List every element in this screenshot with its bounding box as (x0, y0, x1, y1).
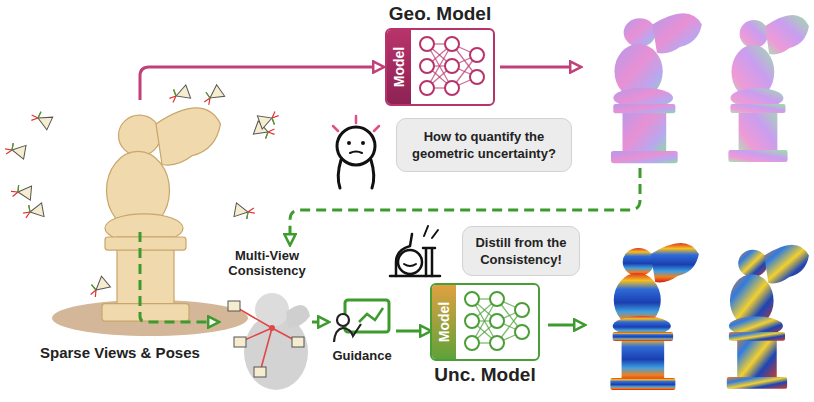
person-head (337, 314, 349, 326)
network-unit (420, 81, 434, 95)
model-frame: Model (385, 28, 495, 106)
network-unit (490, 314, 504, 328)
panel-title: Multi-View Consistency (222, 248, 312, 278)
bubble-text: How to quantify the geometric uncertaint… (407, 128, 561, 162)
speech-bubble: How to quantify the geometric uncertaint… (396, 118, 572, 172)
speech-bubble: Distill from the Consistency! (462, 226, 580, 276)
statue-part (286, 305, 310, 328)
network-icon (456, 285, 538, 358)
unc-model: ModelUnc. Model (430, 283, 540, 395)
network-unit (445, 81, 459, 95)
camera-icon (228, 301, 240, 311)
model-label: Model (391, 47, 407, 87)
person-body (334, 324, 361, 342)
pink-arrow (140, 67, 383, 100)
geo-model: Geo. ModelModel (385, 3, 495, 107)
model-strip: Model (387, 30, 411, 104)
consistency-illustration (222, 282, 312, 390)
flow-arrow (396, 330, 430, 333)
pink-arrow (500, 66, 580, 69)
caption-label: Sparse Views & Poses (40, 344, 200, 361)
camera-icon (292, 337, 304, 347)
consistency-panel: Multi-View Consistency (222, 248, 312, 396)
network-unit (515, 325, 529, 339)
icon-label: Guidance (332, 348, 391, 363)
network-unit (490, 336, 504, 350)
model-title: Unc. Model (434, 364, 535, 386)
guidance-board (331, 296, 393, 344)
network-unit (445, 37, 459, 51)
ray-point (269, 325, 275, 331)
dashed-arrow (140, 232, 218, 322)
network-unit (515, 303, 529, 317)
board (345, 300, 389, 332)
uncertainty-map (610, 243, 698, 390)
model-frame: Model (430, 283, 540, 361)
model-title: Geo. Model (389, 3, 491, 25)
network-unit (445, 59, 459, 73)
uncertainty-map (727, 245, 809, 389)
network-unit (490, 292, 504, 306)
board-mark (359, 308, 383, 322)
flow-arrow (312, 321, 328, 324)
network-unit (465, 336, 479, 350)
statue (102, 108, 221, 321)
normal-map (611, 13, 702, 163)
network-unit (420, 59, 434, 73)
network-unit (465, 314, 479, 328)
network-unit (470, 48, 484, 62)
camera-icon (254, 367, 266, 377)
network-unit (465, 292, 479, 306)
camera-icon (234, 337, 246, 347)
model-label: Model (436, 302, 452, 342)
ray-line (260, 328, 272, 372)
network-unit (470, 70, 484, 84)
bubble-text: Distill from the Consistency! (473, 234, 569, 268)
normal-map (728, 15, 809, 162)
model-strip: Model (432, 285, 456, 359)
network-icon (411, 30, 493, 103)
guidance-icon: Guidance (328, 292, 396, 370)
network-unit (420, 37, 434, 51)
flask-icon (390, 226, 440, 276)
green-arrow (548, 324, 584, 327)
thinking-person (333, 116, 379, 188)
